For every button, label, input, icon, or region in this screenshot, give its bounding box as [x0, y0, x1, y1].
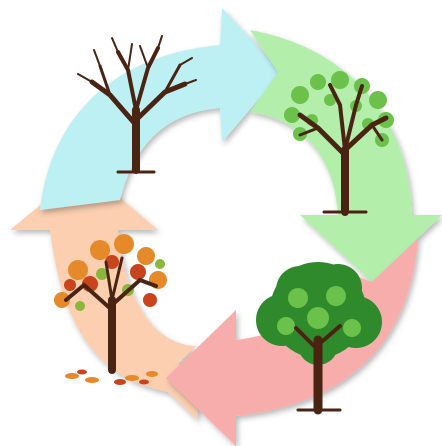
arrow-top-left [40, 8, 282, 210]
autumn-tree-icon [54, 234, 167, 385]
arrow-bottom-left [10, 168, 198, 420]
bare-tree-icon [77, 35, 197, 174]
full-tree-icon [256, 262, 382, 415]
budding-tree-icon [284, 71, 394, 216]
